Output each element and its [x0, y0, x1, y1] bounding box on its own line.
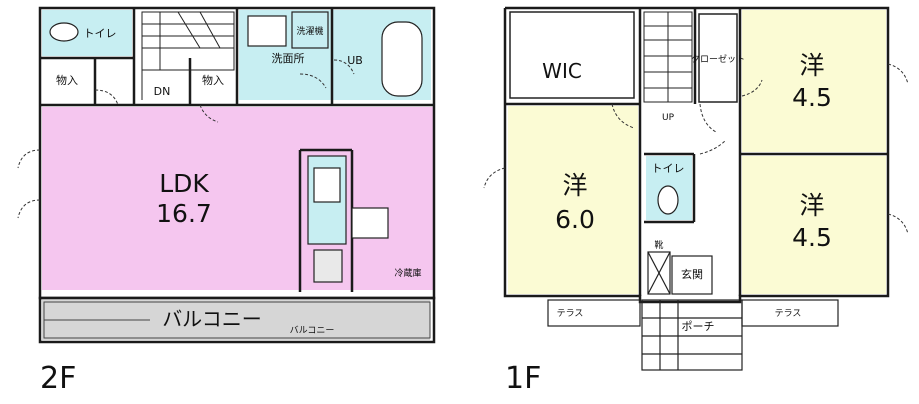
terraces	[547, 299, 839, 327]
balcony-small-label: バルコニー	[290, 325, 335, 336]
dining-table	[351, 207, 389, 239]
room-c-name: 洋	[562, 171, 587, 200]
porch-label: ポーチ	[682, 320, 715, 333]
room-b-fill	[742, 156, 886, 294]
entrance-area	[641, 251, 743, 371]
bath-label: UB	[347, 54, 363, 67]
room-c-size: 6.0	[555, 205, 595, 234]
entrance-label: 玄関	[681, 267, 703, 281]
doors-2f	[17, 59, 355, 219]
terrace-2-label: テラス	[775, 308, 802, 319]
balcony-rails	[43, 301, 431, 339]
stove	[313, 249, 343, 283]
shoe-label: 靴	[654, 239, 663, 251]
ldk-label: LDK	[159, 169, 209, 198]
floor-2f-label: 2F	[40, 361, 76, 396]
walls-1f	[503, 6, 890, 304]
ldk-fill	[42, 107, 434, 290]
washer-label: 洗濯機	[296, 25, 323, 37]
wic-label: WIC	[542, 59, 582, 83]
floor-1f: WIC クローゼット 洋 4.5 洋 4.5 洋 6.0 UP トイレ 靴 玄関…	[483, 6, 909, 396]
toilet-1f-bowl	[657, 185, 679, 215]
terrace-1-label: テラス	[557, 308, 584, 319]
stairs-1f	[643, 11, 693, 103]
storage-1f	[509, 11, 738, 103]
bathtub	[381, 21, 423, 97]
ldk-size: 16.7	[156, 199, 212, 228]
toilet-2f-bowl	[49, 22, 79, 42]
room-a-name: 洋	[799, 51, 824, 80]
balcony-label: バルコニー	[162, 307, 262, 331]
fridge-label: 冷蔵庫	[394, 267, 421, 279]
fixtures-2f	[49, 11, 423, 283]
room-b-name: 洋	[799, 191, 824, 220]
closet-label: クローゼット	[691, 53, 745, 65]
toilet-1f-label: トイレ	[652, 162, 685, 175]
washroom-label: 洗面所	[272, 52, 305, 65]
room-c-fill	[508, 106, 638, 294]
room-a-size: 4.5	[792, 83, 832, 112]
storage-2f-label-1: 物入	[56, 73, 78, 87]
floor-1f-label: 1F	[505, 361, 541, 396]
sink-2f	[313, 167, 341, 203]
floor-2f: トイレ 物入 物入 DN 洗面所 洗濯機 UB LDK 16.7 冷蔵庫 バルコ…	[17, 6, 436, 396]
room-a-fill	[742, 10, 886, 152]
toilet-2f-label: トイレ	[84, 27, 117, 40]
stair-dn-label: DN	[154, 85, 171, 98]
washbasin	[247, 15, 287, 47]
doors-1f	[483, 63, 909, 235]
room-b-size: 4.5	[792, 223, 832, 252]
stair-up-label: UP	[662, 113, 675, 123]
stairs-2f	[141, 11, 235, 100]
washer-box	[291, 11, 329, 49]
storage-2f-label-2: 物入	[202, 73, 224, 87]
